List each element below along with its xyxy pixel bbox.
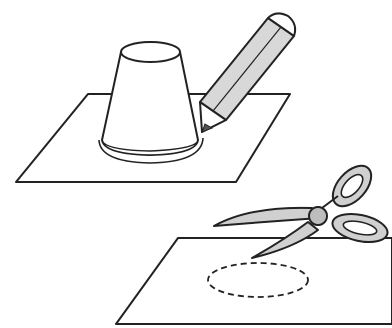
step-cut-circle (116, 159, 392, 324)
paper-sheet-bottom-icon (116, 238, 392, 324)
cup-icon (102, 42, 198, 155)
scissors-handle-upper-icon (322, 159, 378, 213)
step-trace-cup (16, 13, 295, 182)
scissors-pivot-icon (309, 207, 327, 225)
